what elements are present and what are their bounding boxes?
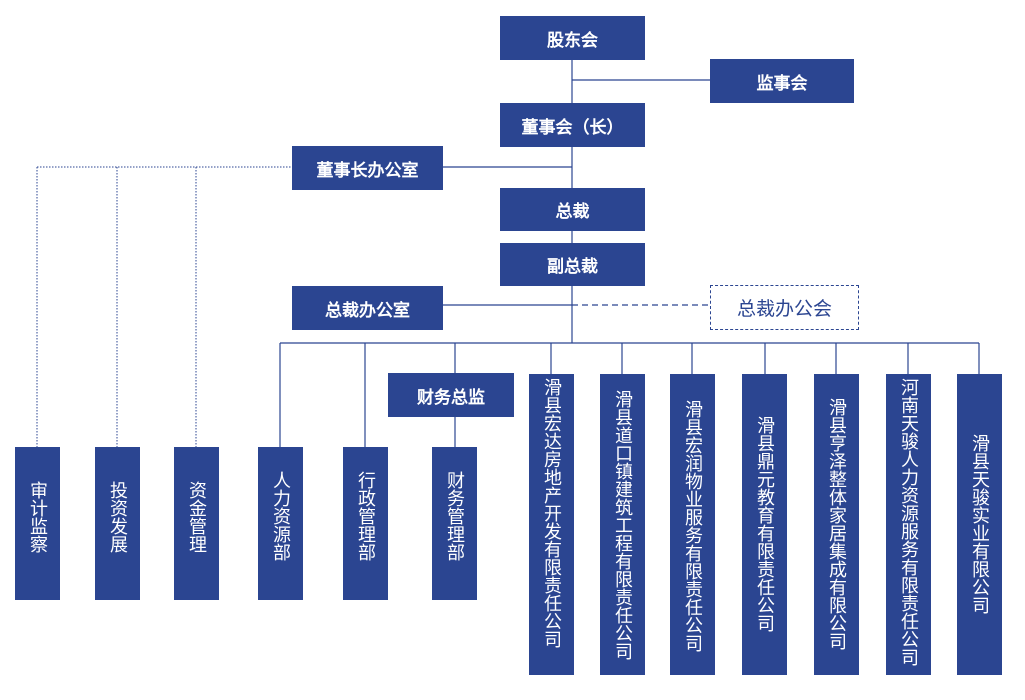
vice-president-box: 副总裁 (500, 243, 645, 286)
dept-hr-box: 人力资源部 (258, 447, 303, 600)
company-box-4: 滑县鼎元教育有限责任公司 (742, 374, 787, 675)
dept-label: 财务管理部 (444, 471, 465, 561)
board-box: 董事会（长） (500, 103, 645, 147)
dept-audit-box: 审计监察 (15, 447, 60, 600)
cfo-box: 财务总监 (388, 373, 514, 417)
dept-fund-box: 资金管理 (174, 447, 219, 600)
company-label: 滑县鼎元教育有限责任公司 (754, 416, 775, 632)
president-box: 总裁 (500, 188, 645, 231)
dept-label: 资金管理 (186, 481, 207, 553)
company-label: 滑县宏达房地产开发有限责任公司 (541, 378, 562, 648)
president-office-box: 总裁办公室 (292, 286, 443, 330)
company-label: 河南天骏人力资源服务有限责任公司 (898, 378, 919, 666)
company-box-5: 滑县亨泽整体家居集成有限公司 (814, 374, 859, 675)
dept-label: 审计监察 (27, 481, 48, 553)
supervisors-box: 监事会 (710, 59, 854, 103)
dept-label: 人力资源部 (270, 471, 291, 561)
company-box-1: 滑县宏达房地产开发有限责任公司 (529, 374, 574, 675)
dept-label: 行政管理部 (355, 471, 376, 561)
company-box-6: 河南天骏人力资源服务有限责任公司 (886, 374, 931, 675)
dept-finance-box: 财务管理部 (432, 447, 477, 600)
dept-invest-box: 投资发展 (95, 447, 140, 600)
president-meeting-box: 总裁办公会 (710, 285, 859, 330)
company-label: 滑县天骏实业有限公司 (969, 434, 990, 614)
company-box-7: 滑县天骏实业有限公司 (957, 374, 1002, 675)
shareholders-box: 股东会 (500, 16, 645, 60)
dept-label: 投资发展 (107, 481, 128, 553)
dept-admin-box: 行政管理部 (343, 447, 388, 600)
company-label: 滑县亨泽整体家居集成有限公司 (826, 398, 847, 650)
chair-office-box: 董事长办公室 (292, 146, 443, 190)
company-box-3: 滑县宏润物业服务有限责任公司 (670, 374, 715, 675)
company-box-2: 滑县道口镇建筑工程有限责任公司 (600, 374, 645, 675)
company-label: 滑县宏润物业服务有限责任公司 (682, 400, 703, 652)
company-label: 滑县道口镇建筑工程有限责任公司 (612, 390, 633, 660)
